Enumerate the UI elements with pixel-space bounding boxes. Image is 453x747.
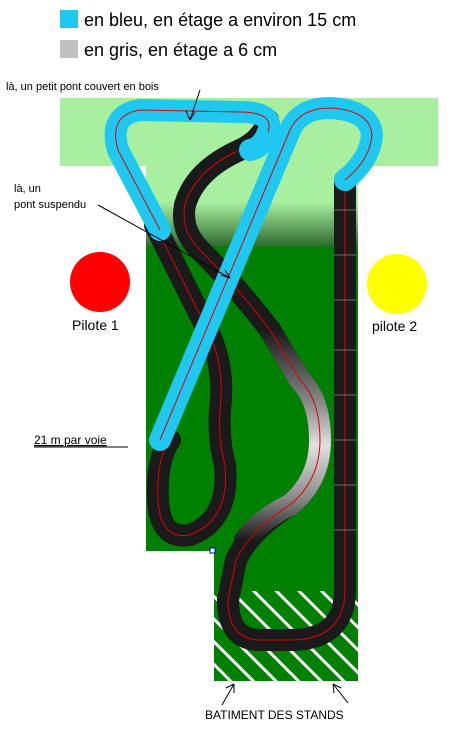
suspended-bridge-arrow xyxy=(97,204,231,279)
wood-bridge-note: là, un petit pont couvert en bois xyxy=(6,81,159,93)
pilot1-label: Pilote 1 xyxy=(72,317,119,333)
legend: en bleu, en étage a environ 15 cm en gri… xyxy=(60,10,356,60)
track-ground-level xyxy=(144,109,356,651)
lane-line-blue-loop xyxy=(115,109,270,231)
legend-blue-text: en bleu, en étage a environ 15 cm xyxy=(84,10,356,30)
gray-swatch xyxy=(60,40,78,58)
pit-building-label: BATIMENT DES STANDS xyxy=(205,708,344,722)
suspended-bridge-note-1: là, un xyxy=(14,183,41,195)
straight-ticks xyxy=(334,209,356,531)
blue-swatch xyxy=(60,10,78,28)
wood-bridge-arrowhead xyxy=(185,110,196,121)
pilot1-marker xyxy=(70,252,130,312)
pit-arrowhead-left xyxy=(225,683,235,693)
pit-arrow-left xyxy=(221,683,235,706)
pilot2-marker xyxy=(367,254,427,314)
pit-arrowhead-right xyxy=(332,683,342,694)
small-marker xyxy=(209,547,216,554)
lane-line-dark xyxy=(183,149,346,641)
board xyxy=(60,98,438,681)
lane-line-blue-diagonal xyxy=(159,107,373,441)
pilot2-label: pilote 2 xyxy=(372,318,417,334)
pit-arrow-right xyxy=(332,683,349,704)
wood-bridge-arrow xyxy=(189,89,201,121)
track-elevated xyxy=(104,97,383,451)
legend-gray-text: en gris, en étage a 6 cm xyxy=(84,40,277,60)
suspended-bridge-arrowhead xyxy=(220,269,231,279)
suspended-bridge-note-2: pont suspendu xyxy=(14,199,86,211)
lane-line-left-loop xyxy=(154,224,227,537)
length-per-lane: 21 m par voie xyxy=(34,433,107,447)
